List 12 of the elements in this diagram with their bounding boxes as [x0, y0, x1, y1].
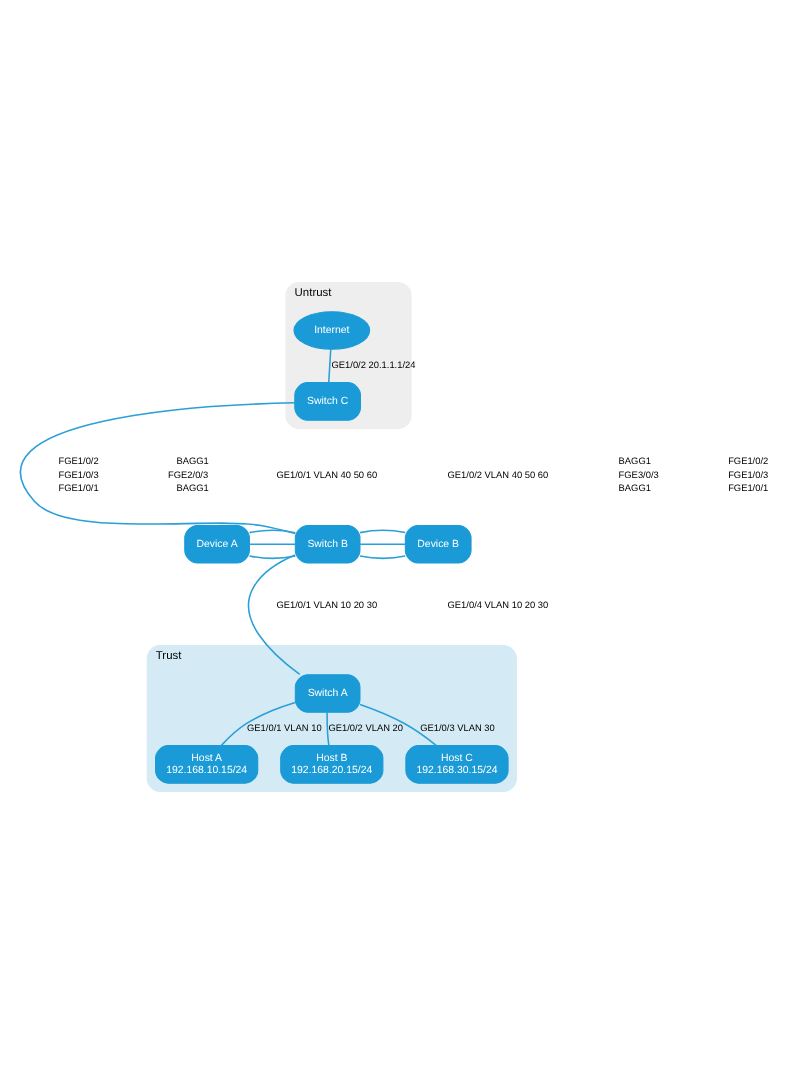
connector: [359, 702, 437, 746]
connector: [248, 528, 297, 533]
connector: [247, 553, 301, 675]
connector: [326, 710, 330, 746]
connector: [220, 700, 297, 746]
connector: [248, 542, 297, 545]
connector: [20, 401, 297, 534]
connector: [327, 347, 332, 383]
connector: [359, 542, 406, 545]
connector: [359, 528, 406, 533]
connector: [248, 554, 297, 559]
connector: [359, 554, 406, 559]
